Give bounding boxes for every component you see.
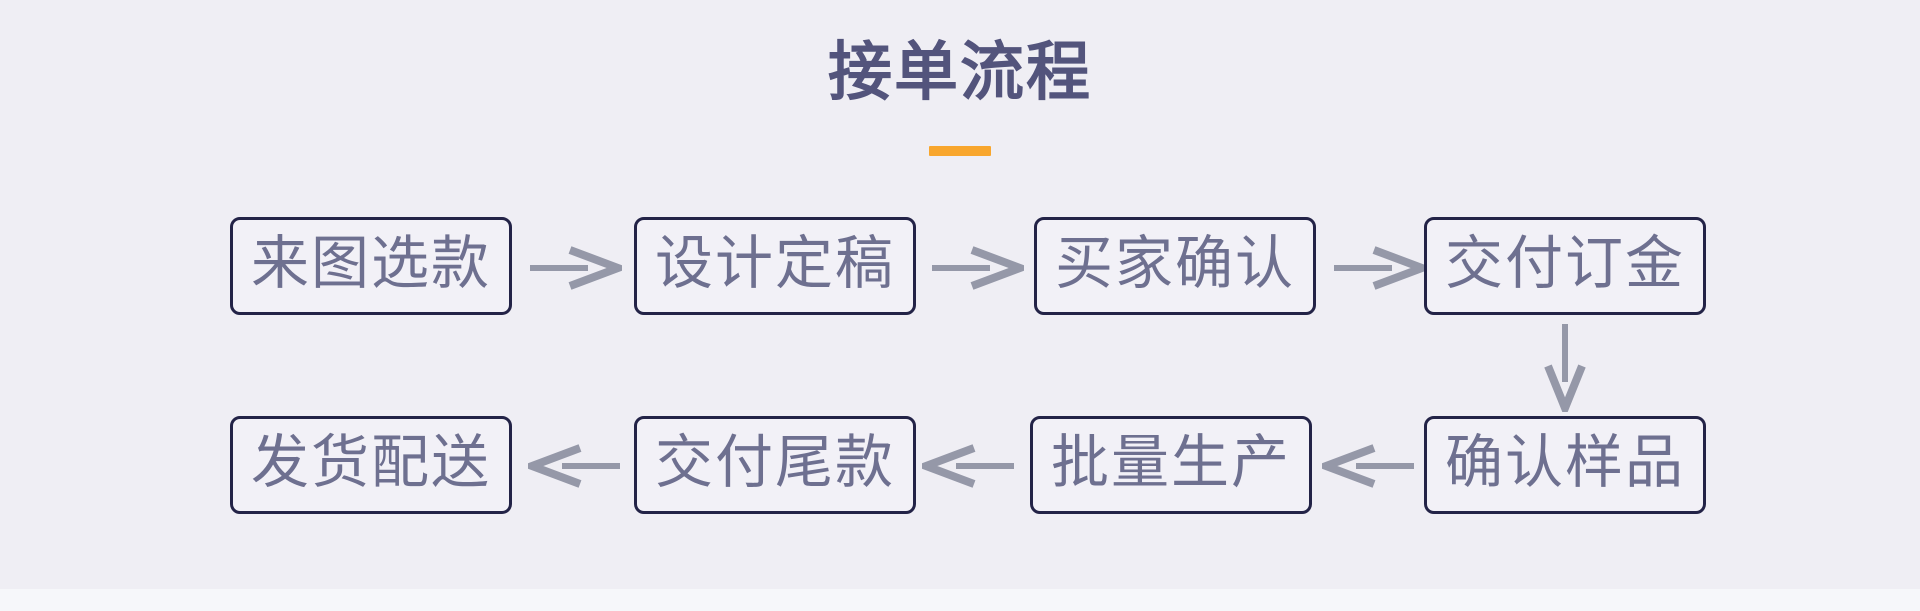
step-box-design-final: 设计定稿 (634, 217, 916, 315)
arrow-right-icon (1332, 244, 1426, 292)
step-label: 来图选款 (250, 231, 491, 296)
step-label: 设计定稿 (654, 231, 895, 296)
step-label: 发货配送 (250, 430, 491, 495)
step-label: 交付尾款 (654, 430, 895, 495)
step-label: 买家确认 (1054, 231, 1295, 296)
step-label: 交付订金 (1444, 231, 1685, 296)
step-label: 批量生产 (1050, 430, 1291, 495)
step-box-confirm-sample: 确认样品 (1424, 416, 1706, 514)
step-label: 确认样品 (1444, 430, 1685, 495)
arrow-right-icon (930, 244, 1024, 292)
arrow-left-icon (922, 442, 1016, 490)
arrow-left-icon (528, 442, 622, 490)
step-box-shipping-delivery: 发货配送 (230, 416, 512, 514)
page-title: 接单流程 (828, 37, 1092, 108)
step-box-select-design: 来图选款 (230, 217, 512, 315)
step-box-buyer-confirm: 买家确认 (1034, 217, 1316, 315)
arrow-right-icon (528, 244, 622, 292)
step-box-mass-production: 批量生产 (1030, 416, 1312, 514)
arrow-down-icon (1541, 322, 1589, 412)
arrow-left-icon (1322, 442, 1416, 490)
step-box-pay-balance: 交付尾款 (634, 416, 916, 514)
footer-strip (0, 589, 1920, 611)
step-box-pay-deposit: 交付订金 (1424, 217, 1706, 315)
title-underline (929, 146, 991, 156)
